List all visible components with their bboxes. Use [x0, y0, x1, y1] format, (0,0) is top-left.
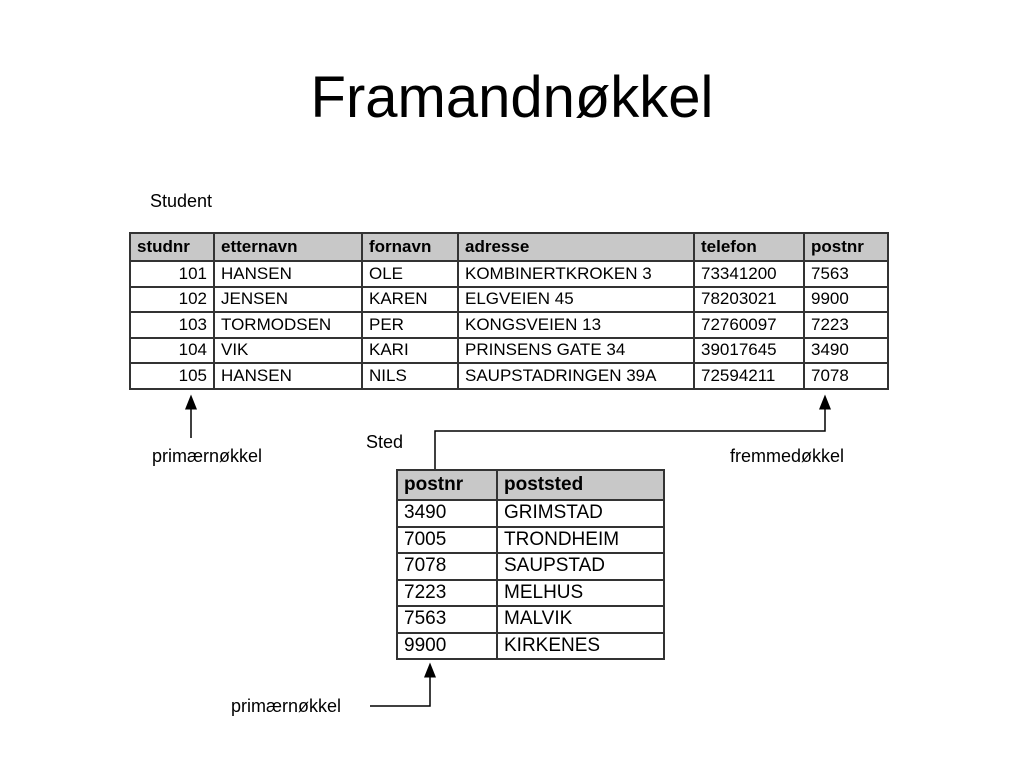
column-header-poststed: poststed — [496, 469, 665, 501]
cell-telefon: 73341200 — [693, 260, 805, 288]
student-header-row: studnr etternavn fornavn adresse telefon… — [129, 232, 889, 262]
table-row: 7078 SAUPSTAD — [396, 552, 665, 581]
column-header-postnr: postnr — [803, 232, 889, 262]
table-row: 103 TORMODSEN PER KONGSVEIEN 13 72760097… — [129, 311, 889, 339]
sted-table: postnr poststed 3490 GRIMSTAD 7005 TROND… — [396, 469, 665, 660]
cell-poststed: SAUPSTAD — [496, 552, 665, 581]
column-header-etternavn: etternavn — [213, 232, 363, 262]
cell-telefon: 78203021 — [693, 285, 805, 313]
cell-telefon: 39017645 — [693, 336, 805, 364]
sted-table-caption: Sted — [366, 432, 404, 452]
column-header-telefon: telefon — [693, 232, 805, 262]
table-row: 101 HANSEN OLE KOMBINERTKROKEN 3 7334120… — [129, 260, 889, 288]
cell-poststed: MALVIK — [496, 605, 665, 634]
cell-postnr: 3490 — [396, 499, 498, 528]
cell-adresse: ELGVEIEN 45 — [457, 285, 695, 313]
cell-adresse: PRINSENS GATE 34 — [457, 336, 695, 364]
column-header-postnr: postnr — [396, 469, 498, 501]
table-row: 104 VIK KARI PRINSENS GATE 34 39017645 3… — [129, 336, 889, 364]
student-primary-key-label: primærnøkkel — [152, 446, 263, 466]
column-header-fornavn: fornavn — [361, 232, 459, 262]
table-row: 7223 MELHUS — [396, 578, 665, 607]
sted-primary-key-arrow — [370, 662, 436, 707]
cell-postnr: 7078 — [396, 552, 498, 581]
student-table-caption: Student — [150, 191, 213, 211]
cell-fornavn: OLE — [361, 260, 459, 288]
table-row: 105 HANSEN NILS SAUPSTADRINGEN 39A 72594… — [129, 362, 889, 390]
table-row: 9900 KIRKENES — [396, 631, 665, 660]
cell-fornavn: NILS — [361, 362, 459, 390]
cell-telefon: 72594211 — [693, 362, 805, 390]
cell-studnr: 104 — [129, 336, 215, 364]
cell-adresse: SAUPSTADRINGEN 39A — [457, 362, 695, 390]
cell-postnr: 7563 — [803, 260, 889, 288]
sted-header-row: postnr poststed — [396, 469, 665, 501]
cell-fornavn: KARI — [361, 336, 459, 364]
cell-poststed: KIRKENES — [496, 631, 665, 660]
cell-etternavn: VIK — [213, 336, 363, 364]
sted-primary-key-label: primærnøkkel — [231, 696, 342, 716]
cell-studnr: 105 — [129, 362, 215, 390]
table-row: 3490 GRIMSTAD — [396, 499, 665, 528]
slide-title: Framandnøkkel — [310, 65, 714, 130]
cell-poststed: TRONDHEIM — [496, 525, 665, 554]
table-row: 102 JENSEN KAREN ELGVEIEN 45 78203021 99… — [129, 285, 889, 313]
cell-postnr: 9900 — [803, 285, 889, 313]
table-row: 7005 TRONDHEIM — [396, 525, 665, 554]
cell-poststed: GRIMSTAD — [496, 499, 665, 528]
table-row: 7563 MALVIK — [396, 605, 665, 634]
cell-postnr: 9900 — [396, 631, 498, 660]
cell-postnr: 3490 — [803, 336, 889, 364]
cell-fornavn: PER — [361, 311, 459, 339]
cell-etternavn: HANSEN — [213, 260, 363, 288]
cell-postnr: 7563 — [396, 605, 498, 634]
student-table: studnr etternavn fornavn adresse telefon… — [129, 232, 889, 390]
column-header-studnr: studnr — [129, 232, 215, 262]
cell-adresse: KONGSVEIEN 13 — [457, 311, 695, 339]
foreign-key-label: fremmedøkkel — [730, 446, 845, 466]
cell-etternavn: TORMODSEN — [213, 311, 363, 339]
cell-telefon: 72760097 — [693, 311, 805, 339]
cell-etternavn: JENSEN — [213, 285, 363, 313]
column-header-adresse: adresse — [457, 232, 695, 262]
cell-postnr: 7223 — [396, 578, 498, 607]
cell-postnr: 7005 — [396, 525, 498, 554]
cell-studnr: 103 — [129, 311, 215, 339]
cell-postnr: 7223 — [803, 311, 889, 339]
cell-studnr: 102 — [129, 285, 215, 313]
cell-studnr: 101 — [129, 260, 215, 288]
cell-poststed: MELHUS — [496, 578, 665, 607]
cell-postnr: 7078 — [803, 362, 889, 390]
cell-fornavn: KAREN — [361, 285, 459, 313]
cell-etternavn: HANSEN — [213, 362, 363, 390]
cell-adresse: KOMBINERTKROKEN 3 — [457, 260, 695, 288]
